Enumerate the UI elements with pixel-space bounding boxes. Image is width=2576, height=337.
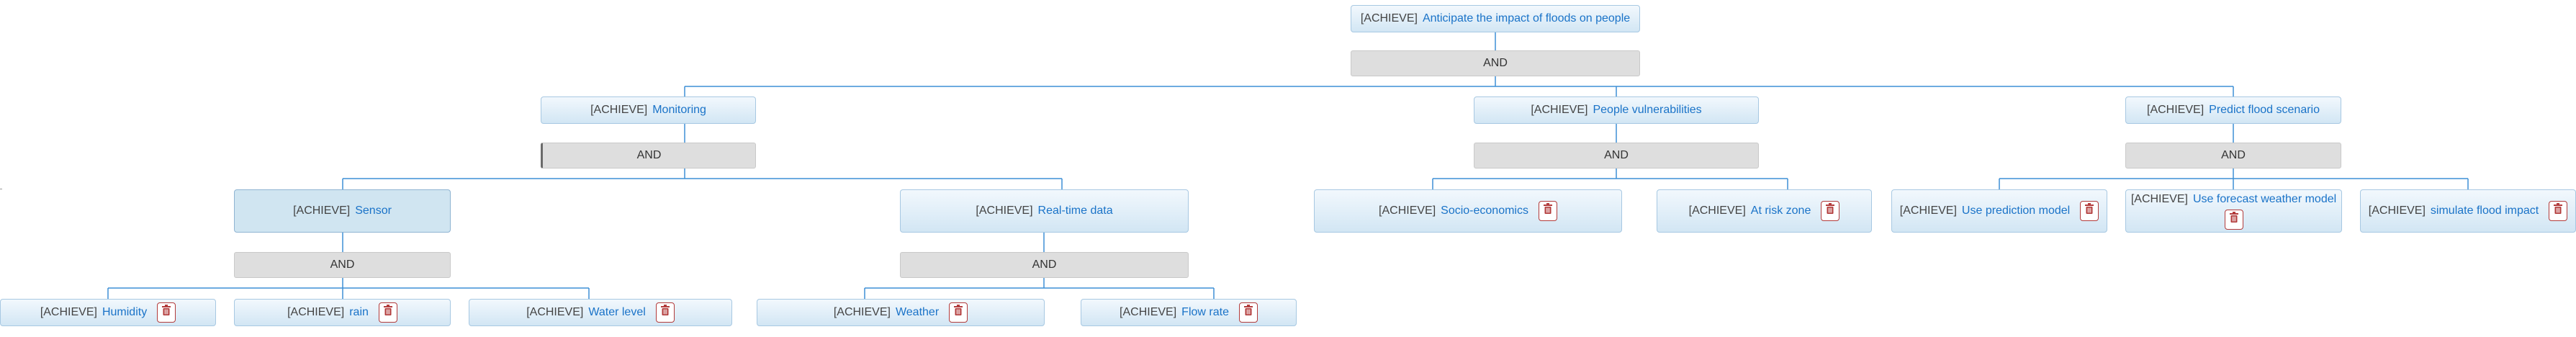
and-operator-root[interactable]: AND [1351, 50, 1640, 76]
goal-node-water-level[interactable]: [ACHIEVE] Water level [469, 299, 732, 326]
goal-type-label: [ACHIEVE] [976, 205, 1033, 217]
goal-node-anticipate-impact[interactable]: [ACHIEVE] Anticipate the impact of flood… [1351, 5, 1640, 32]
trash-icon [2553, 203, 2563, 219]
goal-link-use-forecast-weather-model[interactable]: Use forecast weather model [2192, 193, 2337, 205]
goal-type-label: [ACHIEVE] [1120, 306, 1177, 318]
goal-node-use-forecast-weather-model[interactable]: [ACHIEVE] Use forecast weather model [2125, 189, 2342, 233]
goal-type-label: [ACHIEVE] [1688, 205, 1746, 217]
delete-button[interactable] [1821, 201, 1840, 221]
trash-icon [2229, 212, 2239, 228]
goal-type-label: [ACHIEVE] [590, 104, 648, 116]
goal-node-simulate-flood-impact[interactable]: [ACHIEVE] simulate flood impact [2360, 189, 2576, 233]
goal-link-humidity[interactable]: Humidity [102, 306, 148, 318]
goal-link-weather[interactable]: Weather [895, 306, 940, 318]
and-operator-sensor[interactable]: AND [234, 252, 451, 278]
trash-icon [660, 305, 670, 320]
goal-link-sensor[interactable]: Sensor [355, 205, 392, 217]
trash-icon [161, 305, 171, 320]
goal-node-rain[interactable]: [ACHIEVE] rain [234, 299, 451, 326]
goal-link-water-level[interactable]: Water level [588, 306, 646, 318]
goal-node-humidity[interactable]: [ACHIEVE] Humidity [0, 299, 216, 326]
delete-button[interactable] [2549, 201, 2568, 221]
goal-node-real-time-data[interactable]: [ACHIEVE] Real-time data [900, 189, 1189, 233]
delete-button[interactable] [1538, 201, 1557, 221]
goal-type-label: [ACHIEVE] [1531, 104, 1588, 116]
goal-type-label: [ACHIEVE] [2147, 104, 2205, 116]
goal-node-use-prediction-model[interactable]: [ACHIEVE] Use prediction model [1891, 189, 2107, 233]
goal-node-people-vulnerabilities[interactable]: [ACHIEVE] People vulnerabilities [1474, 96, 1759, 124]
goal-link-predict-flood[interactable]: Predict flood scenario [2209, 104, 2320, 116]
goal-node-at-risk-zone[interactable]: [ACHIEVE] At risk zone [1657, 189, 1872, 233]
and-operator-predict-flood[interactable]: AND [2125, 143, 2341, 168]
trash-icon [1543, 203, 1553, 219]
and-operator-monitoring[interactable]: AND [541, 143, 756, 168]
goal-link-flow-rate[interactable]: Flow rate [1181, 306, 1229, 318]
goal-node-flow-rate[interactable]: [ACHIEVE] Flow rate [1081, 299, 1297, 326]
goal-link-use-prediction-model[interactable]: Use prediction model [1961, 205, 2071, 217]
goal-type-label: [ACHIEVE] [287, 306, 345, 318]
and-operator-real-time-data[interactable]: AND [900, 252, 1189, 278]
delete-button[interactable] [2080, 201, 2099, 221]
delete-button[interactable] [378, 302, 397, 323]
trash-icon [953, 305, 963, 320]
and-operator-people-vulnerabilities[interactable]: AND [1474, 143, 1759, 168]
goal-node-weather[interactable]: [ACHIEVE] Weather [757, 299, 1045, 326]
delete-button[interactable] [655, 302, 675, 323]
delete-button[interactable] [157, 302, 176, 323]
goal-link-simulate-flood-impact[interactable]: simulate flood impact [2430, 205, 2539, 217]
goal-type-label: [ACHIEVE] [1899, 205, 1957, 217]
goal-link-anticipate-impact[interactable]: Anticipate the impact of floods on peopl… [1422, 12, 1631, 24]
goal-node-predict-flood[interactable]: [ACHIEVE] Predict flood scenario [2125, 96, 2341, 124]
goal-type-label: [ACHIEVE] [833, 306, 891, 318]
goal-link-socio-economics[interactable]: Socio-economics [1441, 205, 1528, 217]
goal-type-label: [ACHIEVE] [526, 306, 584, 318]
goal-node-monitoring[interactable]: [ACHIEVE] Monitoring [541, 96, 756, 124]
delete-button[interactable] [949, 302, 968, 323]
goal-link-at-risk-zone[interactable]: At risk zone [1750, 205, 1811, 217]
goal-type-label: [ACHIEVE] [40, 306, 97, 318]
delete-button[interactable] [2224, 210, 2243, 230]
goal-link-people-vulnerabilities[interactable]: People vulnerabilities [1593, 104, 1702, 116]
goal-link-rain[interactable]: rain [349, 306, 369, 318]
goal-link-real-time-data[interactable]: Real-time data [1037, 205, 1113, 217]
trash-icon [1825, 203, 1835, 219]
goal-link-monitoring[interactable]: Monitoring [652, 104, 706, 116]
trash-icon [2084, 203, 2094, 219]
goal-type-label: [ACHIEVE] [2130, 193, 2188, 205]
trash-icon [383, 305, 393, 320]
goal-type-label: [ACHIEVE] [1379, 205, 1436, 217]
goal-node-sensor[interactable]: [ACHIEVE] Sensor [234, 189, 451, 233]
goal-type-label: [ACHIEVE] [1360, 12, 1418, 24]
goal-node-socio-economics[interactable]: [ACHIEVE] Socio-economics [1314, 189, 1622, 233]
goal-type-label: [ACHIEVE] [293, 205, 351, 217]
goal-type-label: [ACHIEVE] [2368, 205, 2426, 217]
trash-icon [1243, 305, 1253, 320]
delete-button[interactable] [1238, 302, 1258, 323]
